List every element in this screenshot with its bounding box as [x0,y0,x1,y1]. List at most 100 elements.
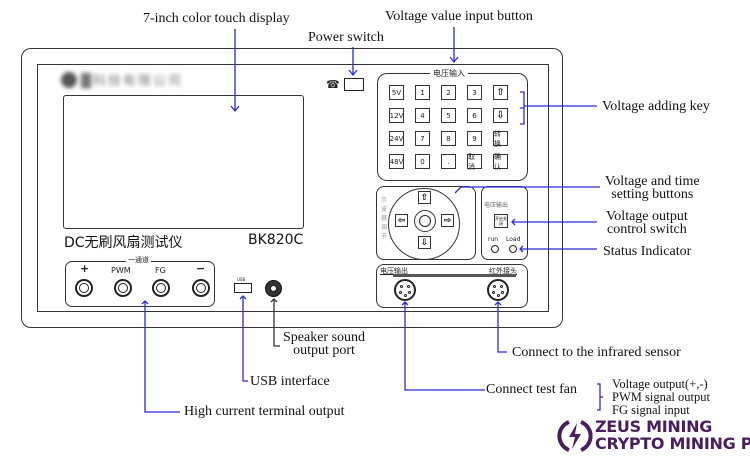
arrow-up-icon: ⇧ [420,192,429,203]
label-output-control: Voltage output control switch [606,209,688,237]
speaker-port[interactable] [265,280,282,297]
nav-right-button[interactable]: ⇨ [441,214,454,227]
device-outer-frame [21,48,563,328]
key-3-4[interactable]: 确认 [493,152,508,171]
arrow-left-icon: ⇦ [397,215,406,226]
terminal-fg[interactable] [152,279,170,297]
key-3-0[interactable]: 48V [389,154,404,169]
label-line: control switch [607,222,687,237]
key-1-4[interactable]: ⇩ [493,108,508,123]
speaker-icon [270,285,277,292]
touch-display[interactable] [63,95,304,229]
key-3-3[interactable]: 取消 [467,153,482,171]
key-label: ⇩ [496,110,505,121]
key-2-2[interactable]: 8 [441,131,456,146]
key-0-3[interactable]: 3 [467,85,482,100]
connector-panel [376,264,528,308]
label-line: Speaker sound [283,330,366,345]
terminal-label-pwm: PWM [111,266,131,275]
label-voltage-input: Voltage value input button [385,9,533,24]
label-line: output port [293,343,355,358]
keypad-title: 电压输入 [430,68,468,79]
label-infrared-sensor: Connect to the infrared sensor [512,345,681,360]
terminal-label-fg: FG [155,266,166,275]
logo-text: █科技有限公司 [81,74,183,89]
logo-icon [61,71,77,88]
key-0-0[interactable]: 5V [389,85,404,100]
nav-dial [388,188,460,260]
label-voltage-time-setting: Voltage and time setting buttons [605,174,700,202]
label-line: Voltage and time [605,174,700,189]
label-touch-display: 7-inch color touch display [143,11,290,26]
key-0-4[interactable]: ⇧ [493,85,508,100]
brand-line-2: CRYPTO MINING PRO [595,434,750,453]
product-name: DC无刷风扇测试仪 [64,235,183,251]
model-number: BK820C [248,232,304,248]
key-1-2[interactable]: 5 [441,108,456,123]
nav-down-button[interactable]: ⇩ [418,236,431,249]
fan-test-connector[interactable] [394,279,416,301]
label-high-current: High current terminal output [184,404,345,419]
usb-port[interactable] [234,283,252,293]
nav-side-label: 示波器调节 [380,197,387,240]
label-voltage-adding-key: Voltage adding key [602,99,710,114]
terminal-pwm[interactable] [114,279,132,297]
key-1-3[interactable]: 6 [467,108,482,123]
switch-label: 开启关闭 [495,216,507,226]
key-label: 7 [420,134,425,143]
key-label: 12V [389,111,404,120]
key-label: 2 [446,88,451,97]
key-label: 4 [420,111,425,120]
key-2-4[interactable]: 转换 [493,130,508,148]
key-label: 确认 [494,152,501,171]
key-2-1[interactable]: 7 [415,131,430,146]
key-label: 1 [420,88,425,97]
nav-center-button[interactable] [419,215,431,227]
channel-title: 一通道 [126,255,151,265]
infrared-port-label: 红外接头 [489,267,517,275]
key-2-3[interactable]: 9 [467,131,482,146]
power-switch[interactable] [344,78,364,91]
infrared-sensor-connector[interactable] [487,279,509,301]
key-label: ⇧ [496,87,505,98]
key-label: 5V [391,88,402,97]
device-front-panel [37,64,549,312]
label-line: Voltage output [606,209,688,224]
key-0-2[interactable]: 2 [441,85,456,100]
terminal-plus[interactable] [75,279,93,297]
nav-left-button[interactable]: ⇦ [395,214,408,227]
key-label: 6 [472,111,477,120]
brand-logo: ZEUS MINING CRYPTO MINING PRO [557,418,750,459]
key-3-2[interactable]: . [441,154,456,169]
voltage-output-port-label: 电压输出 [380,267,408,275]
nav-up-button[interactable]: ⇧ [418,191,431,204]
key-label: 48V [389,157,404,166]
run-led-indicator [491,245,499,253]
label-line: setting buttons [611,187,694,202]
arrow-down-icon: ⇩ [420,237,429,248]
load-led-indicator [509,245,517,253]
key-1-1[interactable]: 4 [415,108,430,123]
brand-line-1: ZEUS MINING [595,417,713,436]
led-label-run: run [488,236,499,243]
key-label: 5 [446,111,451,120]
nav-ring[interactable] [414,210,436,232]
terminal-label-minus: − [196,262,206,275]
leader-fan-bracket [597,383,601,411]
key-label: 8 [446,134,451,143]
key-label: . [447,157,450,166]
label-fan-pwm: PWM signal output [612,390,710,404]
label-status-indicator: Status Indicator [603,244,692,259]
usb-label: USB [237,277,246,282]
key-2-0[interactable]: 24V [389,131,404,146]
key-1-0[interactable]: 12V [389,108,404,123]
company-logo: █科技有限公司 [61,70,221,89]
key-3-1[interactable]: 0 [415,154,430,169]
key-0-1[interactable]: 1 [415,85,430,100]
label-speaker-port: Speaker sound output port [283,330,366,358]
lightning-icon [557,420,593,452]
voltage-output-switch[interactable]: 开启关闭 [494,214,508,228]
leader-high-current [144,301,180,413]
terminal-minus[interactable] [192,279,210,297]
leader-speaker [273,299,280,347]
